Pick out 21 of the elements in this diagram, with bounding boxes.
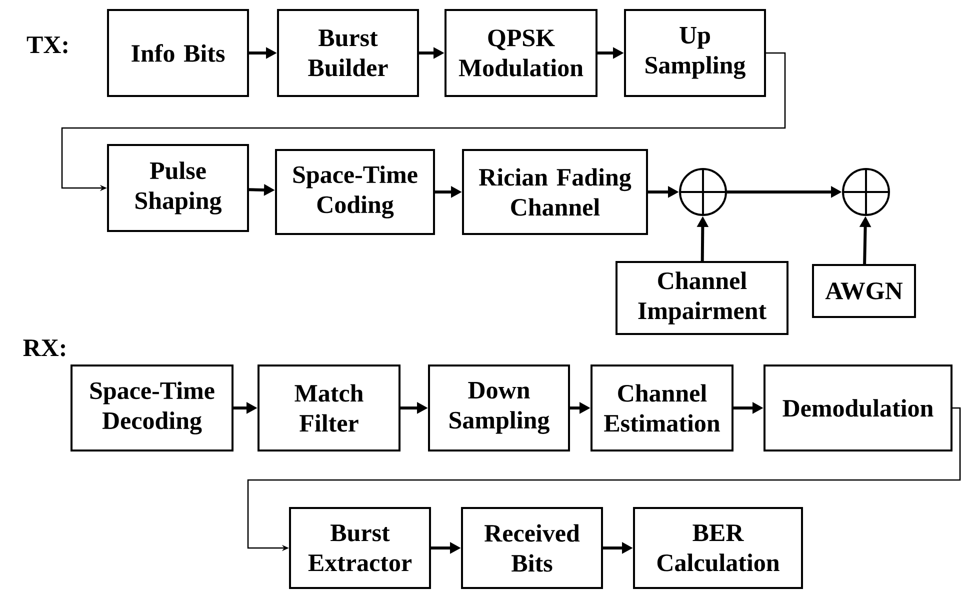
process-box: QPSK Modulation — [444, 9, 598, 97]
row-label: RX: — [23, 340, 65, 356]
process-box: Burst Extractor — [289, 507, 431, 589]
process-box: Received Bits — [461, 507, 603, 589]
process-box: Channel Impairment — [616, 261, 788, 335]
process-box: Rician Fading Channel — [462, 149, 648, 235]
process-box: Match Filter — [258, 364, 400, 452]
process-box: Channel Estimation — [590, 364, 734, 452]
process-box: Pulse Shaping — [107, 144, 249, 232]
process-box: Burst Builder — [277, 9, 419, 97]
process-box: Space-Time Coding — [275, 149, 435, 235]
process-box: Demodulation — [764, 364, 952, 452]
process-box: BER Calculation — [633, 507, 803, 589]
summing-junction — [842, 168, 890, 216]
process-box: Info Bits — [107, 9, 249, 97]
process-box: Space-Time Decoding — [70, 364, 234, 452]
row-label: TX: — [26, 36, 68, 54]
summing-junction — [679, 168, 727, 216]
process-box: AWGN — [812, 264, 916, 318]
process-box: Down Sampling — [428, 364, 570, 452]
process-box: Up Sampling — [624, 9, 766, 97]
